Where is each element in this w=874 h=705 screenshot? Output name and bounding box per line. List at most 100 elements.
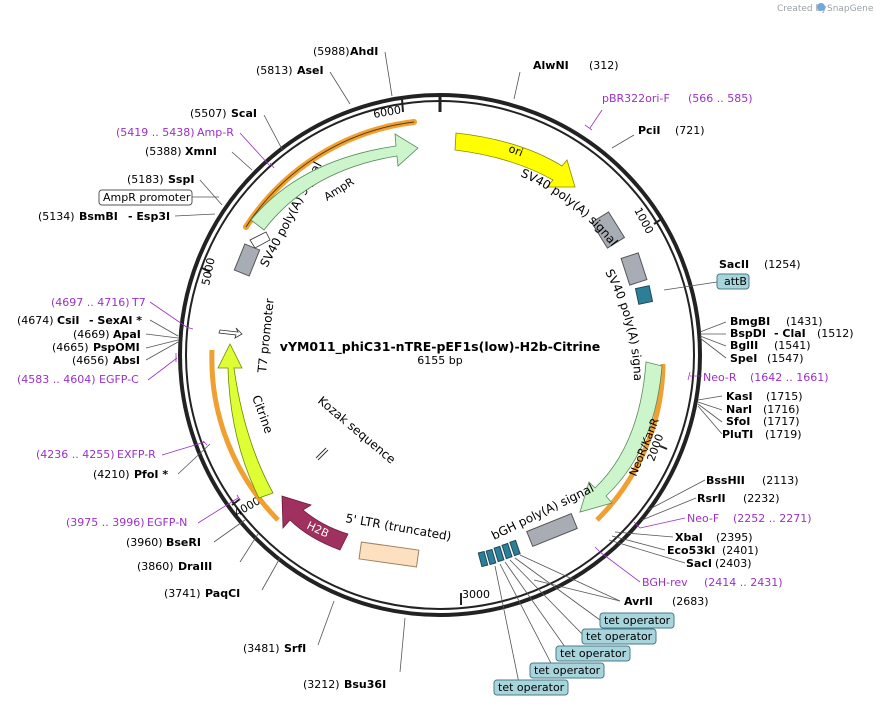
- site-avrii-name: AvrII: [624, 595, 653, 608]
- primer-amp-r[interactable]: (5419 .. 5438) Amp-R: [116, 126, 234, 139]
- site-pfoi[interactable]: (4210) PfoI *: [93, 468, 168, 481]
- site-sfoi[interactable]: SfoI (1717): [726, 415, 800, 428]
- site-bglii[interactable]: BglII (1541): [730, 339, 811, 352]
- tick-label-3000: 3000: [462, 588, 490, 601]
- site-avrii-pos: (2683): [672, 595, 709, 608]
- site-ahdi[interactable]: (5988) AhdI: [313, 45, 378, 58]
- tet-label-1: tet operator: [604, 614, 671, 627]
- citrine-arrow: [217, 343, 274, 499]
- feature-ltr[interactable]: 5' LTR (truncated): [344, 511, 452, 568]
- label-tet-operator-3[interactable]: tet operator: [555, 645, 631, 662]
- site-bmgbi[interactable]: BmgBI (1431): [730, 315, 823, 328]
- site-asei-name: AseI: [297, 64, 324, 77]
- site-sspi-name: SspI: [168, 173, 194, 186]
- site-bspdi-pos: (1512): [817, 327, 854, 340]
- ampr-promoter-label: AmpR promoter: [103, 191, 191, 204]
- label-tet-operator-4[interactable]: tet operator: [529, 662, 605, 679]
- plasmid-name: vYM011_phiC31-nTRE-pEF1s(low)-H2b-Citrin…: [280, 339, 600, 355]
- tick-6000: [401, 98, 404, 113]
- site-scai[interactable]: (5507) ScaI: [190, 107, 257, 120]
- site-kasi[interactable]: KasI (1715): [726, 390, 803, 403]
- site-bseri-pos: (3960): [126, 536, 163, 549]
- neor-arrow: [579, 361, 663, 513]
- primer-egfp-c[interactable]: (4583 .. 4604) EGFP-C: [17, 373, 139, 386]
- site-draiii[interactable]: (3860) DraIII: [137, 560, 212, 573]
- t7-label: T7 promoter: [255, 298, 277, 375]
- site-nari[interactable]: NarI (1716): [726, 403, 800, 416]
- site-bsu36i-pos: (3212): [303, 678, 340, 691]
- label-attb[interactable]: attB: [716, 273, 750, 290]
- sv40-polya-3-box: [233, 243, 261, 277]
- ori-arrow: [454, 132, 576, 188]
- primer-bgh-rev[interactable]: BGH-rev (2414 .. 2431): [642, 576, 783, 589]
- site-xmni-pos: (5388): [145, 145, 182, 158]
- site-bseri-name: BseRI: [166, 536, 201, 549]
- label-tet-operator-5[interactable]: tet operator: [493, 679, 569, 696]
- site-xbai[interactable]: XbaI (2395): [675, 531, 753, 544]
- site-xmni[interactable]: (5388) XmnI: [145, 145, 217, 158]
- primer-neo-r[interactable]: Neo-R (1642 .. 1661): [703, 371, 829, 384]
- tet-op-2: [485, 548, 497, 566]
- site-bsmbi[interactable]: (5134) BsmBI - Esp3I: [38, 210, 170, 223]
- feature-tet-operators[interactable]: [477, 539, 521, 568]
- site-bsshii[interactable]: BssHII (2113): [706, 474, 799, 487]
- site-saci-name: SacI: [686, 557, 712, 570]
- primer-neo-f[interactable]: Neo-F (2252 .. 2271): [687, 512, 812, 525]
- primer-egfp-n[interactable]: (3975 .. 3996) EGFP-N: [66, 516, 187, 529]
- site-kasi-pos: (1715): [766, 390, 803, 403]
- site-rsrii-pos: (2232): [743, 492, 780, 505]
- bgh-box: [526, 512, 578, 548]
- site-sacii[interactable]: SacII (1254): [719, 258, 801, 271]
- site-scai-name: ScaI: [231, 107, 257, 120]
- primer-egfp-n-name: EGFP-N: [147, 516, 187, 529]
- site-absi[interactable]: (4656) AbsI: [72, 354, 140, 367]
- site-pcii[interactable]: PciI (721): [638, 124, 705, 137]
- site-alwni[interactable]: AlwNI (312): [533, 59, 619, 72]
- sv40-polya-2-box: [620, 252, 648, 286]
- site-asei[interactable]: (5813) AseI: [256, 64, 324, 77]
- site-rsrii[interactable]: RsrII (2232): [697, 492, 780, 505]
- site-apai[interactable]: (4669) ApaI: [73, 328, 141, 341]
- site-pluti[interactable]: PluTI (1719): [722, 428, 802, 441]
- site-sspi[interactable]: (5183) SspI: [127, 173, 194, 186]
- label-ampr-promoter[interactable]: AmpR promoter: [98, 189, 193, 206]
- site-bspdi[interactable]: BspDI - ClaI (1512): [730, 327, 854, 340]
- primer-t7[interactable]: (4697 .. 4716) T7: [51, 296, 146, 309]
- primer-mark-exfpr: [202, 440, 208, 446]
- site-apai-name: ApaI: [113, 328, 141, 341]
- site-rsrii-name: RsrII: [697, 492, 726, 505]
- feature-attb[interactable]: [634, 285, 654, 305]
- site-bseri[interactable]: (3960) BseRI: [126, 536, 201, 549]
- site-absi-name: AbsI: [113, 354, 140, 367]
- primer-exfp-r[interactable]: (4236 .. 4255) EXFP-R: [36, 448, 156, 461]
- site-spei[interactable]: SpeI (1547): [730, 352, 804, 365]
- site-draiii-name: DraIII: [178, 560, 212, 573]
- feature-kozak[interactable]: Kozak sequence: [315, 394, 398, 467]
- primer-neo-f-range: (2252 .. 2271): [733, 512, 812, 525]
- label-tet-operator-1[interactable]: tet operator: [599, 612, 675, 629]
- primer-exfp-r-range: (4236 .. 4255): [36, 448, 115, 461]
- site-pspomi[interactable]: (4665) PspOMI: [52, 341, 140, 354]
- feature-h2b[interactable]: H2B: [281, 495, 349, 551]
- tet-label-2: tet operator: [586, 630, 653, 643]
- citrine-label: Citrine: [249, 393, 276, 435]
- site-scai-pos: (5507): [190, 107, 227, 120]
- site-csii[interactable]: (4674) CsiI - SexAI *: [17, 314, 142, 327]
- site-bsu36i[interactable]: (3212) Bsu36I: [303, 678, 386, 691]
- primer-egfp-c-name: EGFP-C: [99, 373, 139, 386]
- site-saci[interactable]: SacI (2403): [686, 557, 752, 570]
- site-paqci[interactable]: (3741) PaqCI: [164, 587, 240, 600]
- site-eco53ki[interactable]: Eco53kI (2401): [667, 544, 759, 557]
- site-avrii[interactable]: AvrII (2683): [624, 595, 709, 608]
- label-tet-operator-2[interactable]: tet operator: [581, 628, 657, 645]
- site-srfi[interactable]: (3481) SrfI: [243, 642, 306, 655]
- kozak-label: Kozak sequence: [315, 394, 398, 467]
- site-alwni-name: AlwNI: [533, 59, 569, 72]
- tet-op-4: [501, 542, 513, 560]
- tet-label-3: tet operator: [560, 647, 627, 660]
- primer-pbr322ori-f[interactable]: pBR322ori-F (566 .. 585): [602, 92, 753, 105]
- site-spei-pos: (1547): [767, 352, 804, 365]
- feature-bgh[interactable]: bGH poly(A) signal: [489, 481, 596, 548]
- site-csii-extra: - SexAI *: [89, 314, 142, 327]
- feature-ori[interactable]: ori: [454, 132, 576, 188]
